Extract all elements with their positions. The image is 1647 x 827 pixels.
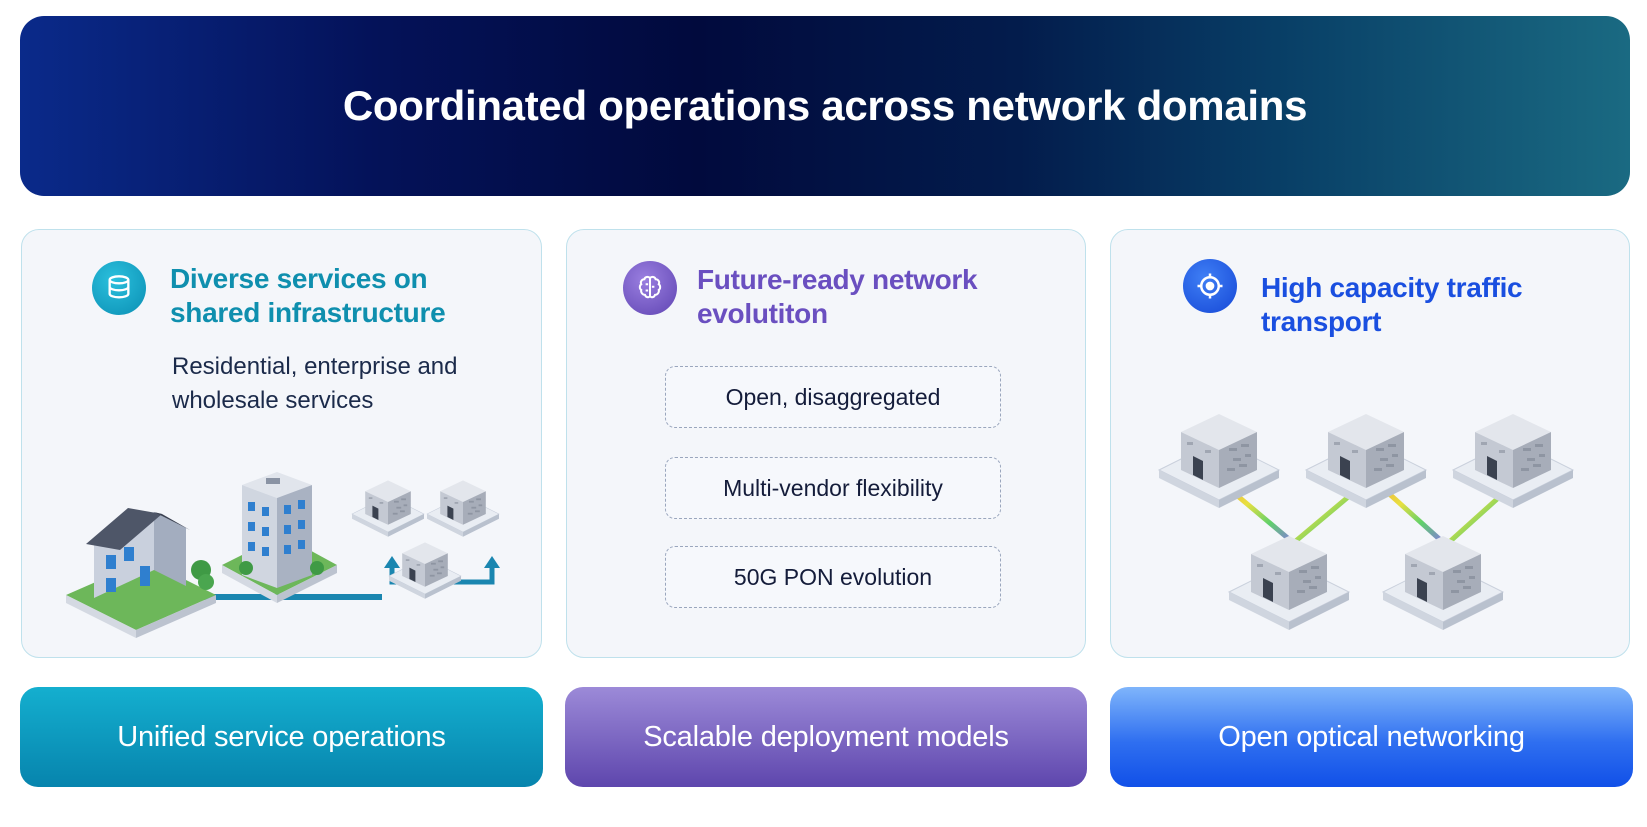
- card-title-line: shared infrastructure: [170, 297, 446, 328]
- datacenter-node-icon: [1452, 413, 1574, 509]
- card-title-line: Future-ready network: [697, 264, 978, 295]
- datacenter-node-icon: [1158, 413, 1280, 509]
- card-title-line: transport: [1261, 306, 1382, 337]
- datacenter-icon: [426, 480, 500, 538]
- card-subtitle: Residential, enterprise and wholesale se…: [172, 350, 458, 418]
- unified-service-operations-button: Unified service operations: [20, 687, 543, 787]
- feature-pill-multivendor: Multi-vendor flexibility: [665, 457, 1001, 519]
- card-title-line: Diverse services on: [170, 263, 428, 294]
- card-title: Future-ready network evolutiton: [697, 263, 978, 331]
- open-optical-networking-button: Open optical networking: [1110, 687, 1633, 787]
- datacenter-node-icon: [1305, 413, 1427, 509]
- datacenter-icon: [388, 542, 462, 600]
- arrow-up-icon: [484, 556, 500, 568]
- datacenter-icon: [351, 480, 425, 538]
- datacenter-node-icon: [1382, 535, 1504, 631]
- card-title-line: evolutiton: [697, 298, 828, 329]
- card-high-capacity: High capacity traffic transport: [1110, 229, 1630, 658]
- feature-pill-open: Open, disaggregated: [665, 366, 1001, 428]
- network-topology-illustration: [1158, 413, 1574, 631]
- office-building-icon: [222, 472, 337, 603]
- card-future-ready: Future-ready network evolutiton Open, di…: [566, 229, 1086, 658]
- page-title: Coordinated operations across network do…: [342, 82, 1308, 129]
- card-title: Diverse services on shared infrastructur…: [170, 262, 446, 330]
- datacenter-node-icon: [1228, 535, 1350, 631]
- feature-pill-pon: 50G PON evolution: [665, 546, 1001, 608]
- services-illustration: [66, 472, 500, 638]
- brain-icon: [623, 261, 677, 315]
- arrow-up-icon: [384, 556, 400, 568]
- database-icon: [92, 261, 146, 315]
- card-subtitle-line: wholesale services: [172, 387, 374, 414]
- card-subtitle-line: Residential, enterprise and: [172, 353, 458, 380]
- scalable-deployment-models-button: Scalable deployment models: [565, 687, 1087, 787]
- card-title-line: High capacity traffic: [1261, 272, 1523, 303]
- card-diverse-services: Diverse services on shared infrastructur…: [21, 229, 542, 658]
- house-icon: [66, 508, 216, 638]
- target-icon: [1183, 259, 1237, 313]
- header-banner: Coordinated operations across network do…: [20, 16, 1630, 196]
- card-title: High capacity traffic transport: [1261, 271, 1523, 339]
